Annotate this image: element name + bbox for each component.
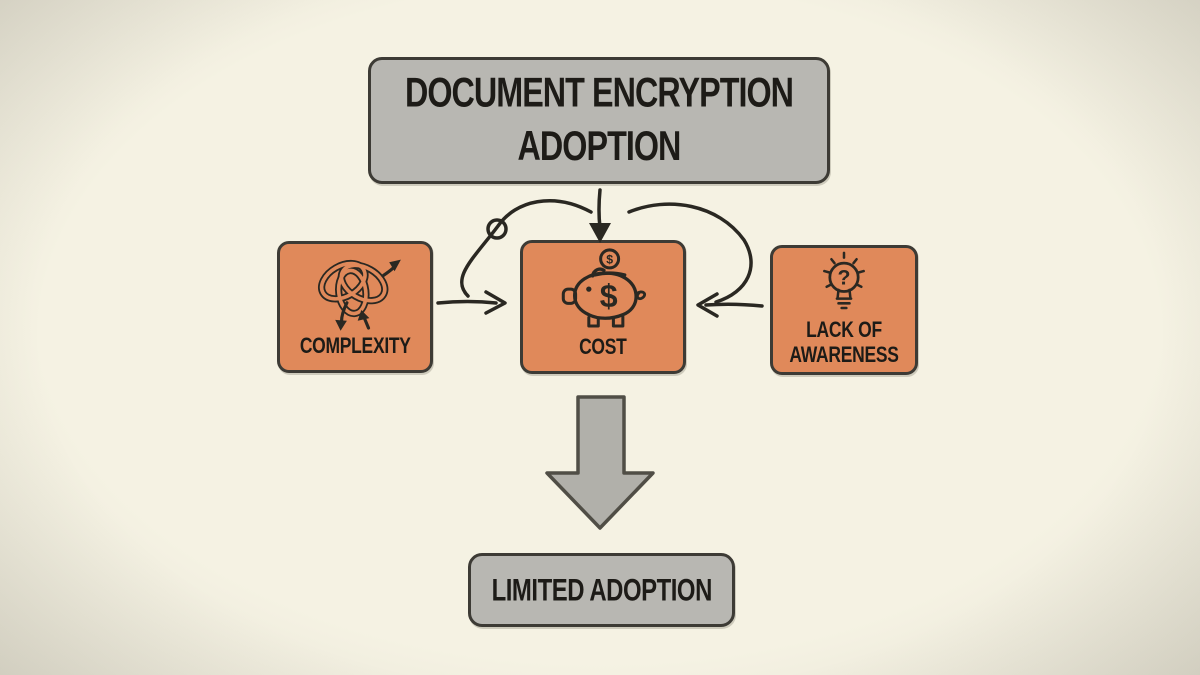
factor-box-cost: $ $ COST [520,240,686,374]
down-block-arrow [545,395,655,530]
factor-box-awareness: ? LACK OF AWARENESS [770,245,918,375]
svg-text:$: $ [606,253,613,267]
factor-box-complexity: COMPLEXITY [277,241,433,373]
arrow-complexity-to-cost [436,290,507,315]
svg-text:$: $ [600,279,618,315]
svg-text:?: ? [838,265,851,289]
cost-icon-area: $ $ [523,240,683,338]
result-box: LIMITED ADOPTION [468,553,735,627]
title-text: DOCUMENT ENCRYPTION ADOPTION [404,69,794,170]
complexity-icon-area [280,241,430,337]
arrow-title-to-cost [589,188,611,243]
result-text: LIMITED ADOPTION [491,571,712,608]
arrow-awareness-to-cost [696,292,764,318]
lightbulb-question-icon: ? [823,251,865,310]
awareness-icon-area: ? [773,243,915,323]
complexity-label: COMPLEXITY [299,334,411,360]
cost-label: COST [579,335,627,361]
title-box: DOCUMENT ENCRYPTION ADOPTION [368,57,830,184]
piggy-bank-icon: $ $ [561,248,647,329]
tangled-knot-icon [318,260,401,332]
awareness-label: LACK OF AWARENESS [789,318,899,368]
